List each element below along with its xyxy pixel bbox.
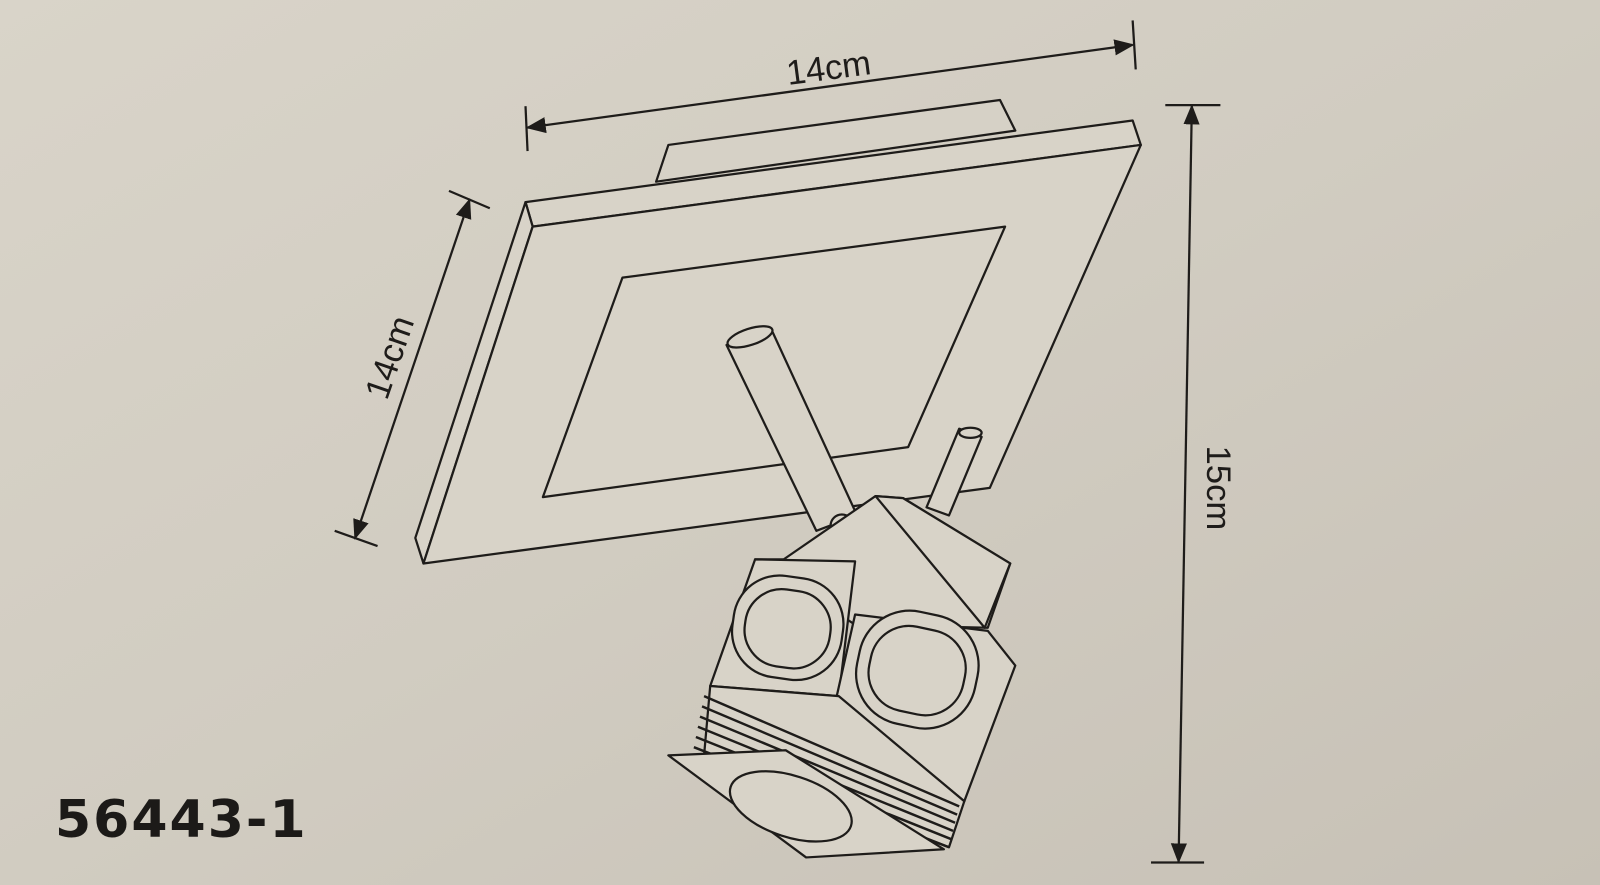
height-dimension <box>1151 104 1221 864</box>
model-number: 56443-1 <box>55 790 308 850</box>
depth-dimension <box>334 189 491 548</box>
support-rod <box>925 426 983 517</box>
width-dimension <box>524 20 1137 152</box>
mounting-block <box>655 98 1017 183</box>
spotlight-head <box>667 494 1017 859</box>
height-label: 15cm <box>1199 446 1237 531</box>
